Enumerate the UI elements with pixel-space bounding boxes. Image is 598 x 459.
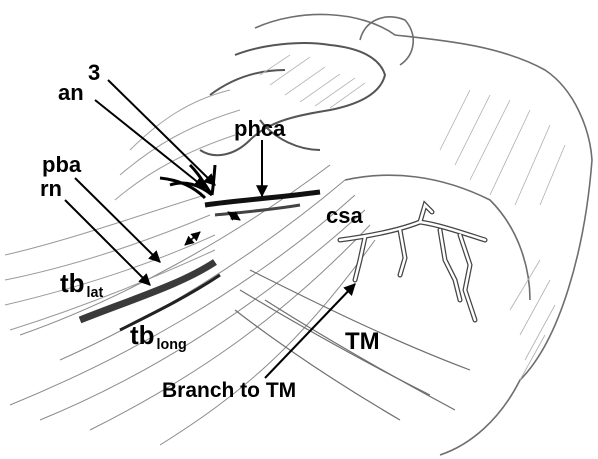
label-tb-long-main: tb xyxy=(130,320,155,350)
axillary-nerve-branches xyxy=(160,165,215,198)
label-tb-lat-main: tb xyxy=(60,268,85,298)
head-hatching xyxy=(260,55,365,108)
label-tm: TM xyxy=(345,330,380,354)
label-branch-to-tm: Branch to TM xyxy=(162,380,296,401)
label-csa: csa xyxy=(326,205,363,227)
label-rn: rn xyxy=(40,178,62,200)
humeral-head xyxy=(200,43,385,155)
leader-lines xyxy=(65,80,355,378)
label-pba: pba xyxy=(42,154,81,176)
distance-arrows xyxy=(185,212,240,245)
label-an: an xyxy=(58,82,84,104)
leader-3 xyxy=(108,80,215,185)
label-tb-long-sub: long xyxy=(157,337,187,353)
label-3: 3 xyxy=(88,62,100,84)
label-tb-lat-sub: lat xyxy=(87,285,104,301)
label-phca: phca xyxy=(234,118,285,140)
